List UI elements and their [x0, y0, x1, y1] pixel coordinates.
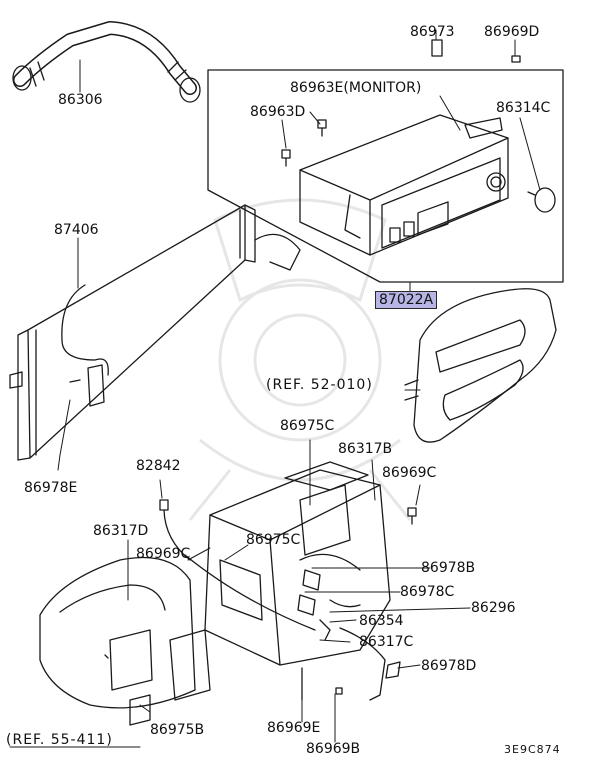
part-label-86317C[interactable]: 86317C — [359, 634, 414, 650]
part-label-86975C-top[interactable]: 86975C — [280, 418, 335, 434]
blower-unit-part — [39, 499, 211, 726]
leader-lines-bottom — [9, 389, 471, 748]
part-label-86978B[interactable]: 86978B — [421, 560, 476, 576]
part-label-86963D[interactable]: 86963D — [250, 104, 306, 120]
leader-lines-top — [57, 29, 541, 471]
part-label-86969C-right[interactable]: 86969C — [382, 465, 437, 481]
bezel-panel-part — [404, 288, 557, 443]
reference-52-010[interactable]: (REF. 52-010) — [266, 377, 373, 393]
condenser-panel-part — [9, 204, 301, 461]
part-label-86969B[interactable]: 86969B — [306, 741, 361, 757]
part-label-86975B[interactable]: 86975B — [150, 722, 205, 738]
part-label-86296[interactable]: 86296 — [471, 600, 516, 616]
part-label-86975C-mid[interactable]: 86975C — [246, 532, 301, 548]
part-label-87406[interactable]: 87406 — [54, 222, 99, 238]
part-label-87022A-highlighted[interactable]: 87022A — [375, 291, 438, 309]
monitor-fasteners — [281, 39, 556, 213]
part-label-86306[interactable]: 86306 — [58, 92, 103, 108]
part-label-86314C[interactable]: 86314C — [496, 100, 551, 116]
part-label-86969C-left[interactable]: 86969C — [136, 546, 191, 562]
part-label-86969D[interactable]: 86969D — [484, 24, 540, 40]
drawing-code: 3E9C874 — [504, 743, 561, 756]
part-label-86969E[interactable]: 86969E — [267, 720, 321, 736]
part-label-86978E[interactable]: 86978E — [24, 480, 78, 496]
part-label-86973[interactable]: 86973 — [410, 24, 455, 40]
monitor-unit-part — [299, 114, 509, 256]
part-label-86978D[interactable]: 86978D — [421, 658, 477, 674]
heater-unit-part — [184, 461, 417, 701]
part-label-86354[interactable]: 86354 — [359, 613, 404, 629]
duct-hose-part — [12, 21, 201, 103]
reference-55-411[interactable]: (REF. 55-411) — [6, 732, 113, 748]
monitor-assembly-box — [207, 69, 564, 283]
watermark-emblem — [188, 198, 412, 521]
part-label-86317D[interactable]: 86317D — [93, 523, 149, 539]
part-label-82842[interactable]: 82842 — [136, 458, 181, 474]
part-label-86317B[interactable]: 86317B — [338, 441, 393, 457]
part-label-86978C[interactable]: 86978C — [400, 584, 455, 600]
part-label-86963E-monitor[interactable]: 86963E(MONITOR) — [290, 80, 422, 96]
